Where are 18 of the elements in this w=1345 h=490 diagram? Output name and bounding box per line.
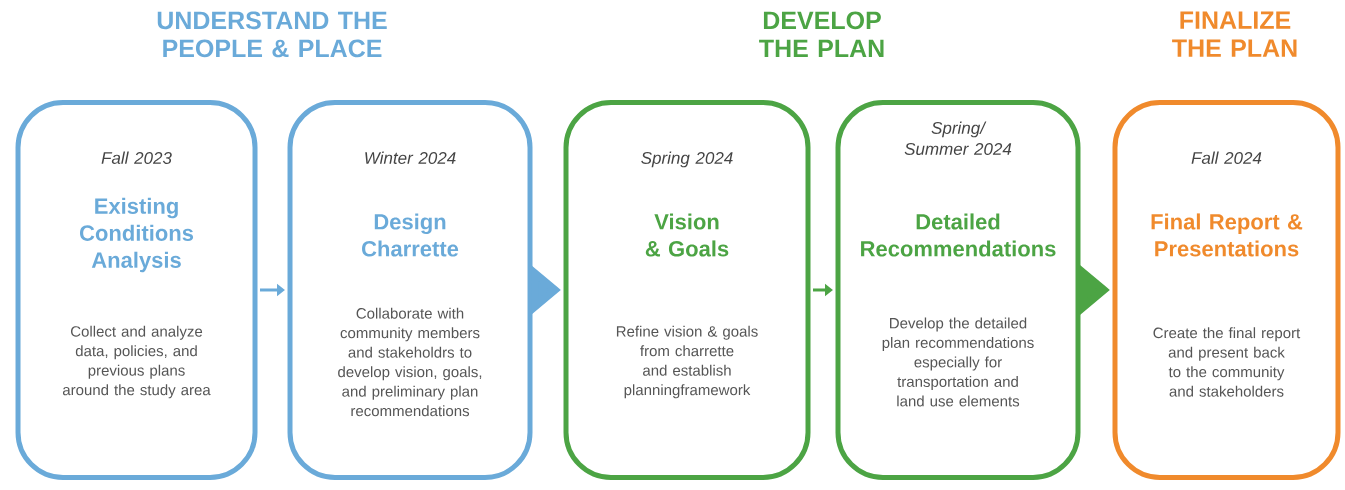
phase-heading: DEVELOP THE PLAN	[759, 11, 884, 57]
date-text: Spring/ Summer 2024	[904, 121, 1012, 155]
date-text: Fall 2023	[101, 151, 172, 164]
phase-title: Vision & Goals	[645, 213, 729, 257]
date-text: Spring 2024	[641, 151, 733, 168]
phase-heading: UNDERSTAND THE PEOPLE & PLACE	[157, 11, 387, 58]
date-text: Winter 2024	[365, 151, 456, 164]
phase-title: Existing Conditions Analysis	[80, 197, 194, 273]
phase-description: Collaborate with community members and stakeholdrs to develop vision, goals, and preliminary plan recommendations	[338, 307, 482, 417]
phase-title: Design Charrette	[362, 213, 459, 257]
phase-description: Develop the detailed plan recommendations especially for transportation and land use elements	[882, 317, 1034, 407]
phase-description: Refine vision & goals from charrette and establish planningframework	[616, 325, 758, 399]
phase-title: Final Report & Presentations	[1151, 213, 1303, 257]
phase-heading: FINALIZE THE PLAN	[1172, 11, 1297, 57]
date-text: Fall 2024	[1191, 151, 1262, 164]
phase-title: Detailed Recommendations	[861, 213, 1056, 257]
phase-description: Create the final report and present back to the community and stakeholders	[1153, 327, 1301, 397]
phase-description: Collect and analyze data, policies, and previous plans around the study area	[62, 325, 211, 399]
